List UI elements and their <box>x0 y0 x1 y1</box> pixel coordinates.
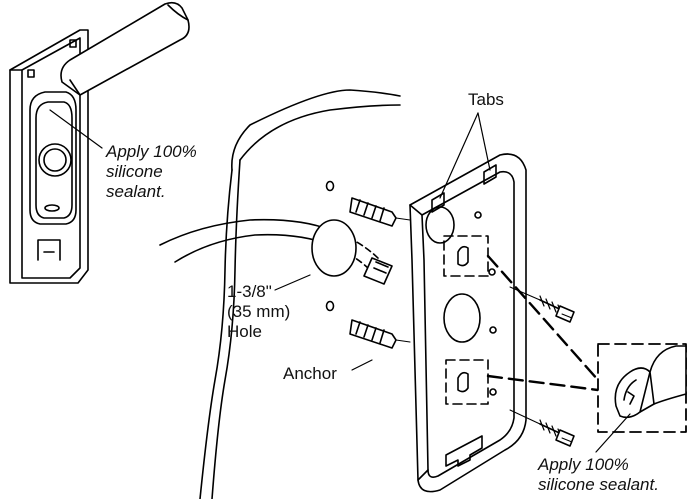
device-inner-frame <box>29 91 77 225</box>
callout-anchor: Anchor <box>283 364 337 383</box>
device-with-sealant-tube <box>9 1 190 284</box>
screw-top <box>509 286 575 323</box>
leader-sealant-bottom <box>595 413 631 453</box>
sealant-detail-inset <box>597 343 687 433</box>
callout-sealant-top-line-3: sealant. <box>106 182 166 201</box>
callout-sealant-top: Apply 100% silicone sealant. <box>106 142 197 202</box>
callout-tabs: Tabs <box>468 90 504 109</box>
callout-sealant-top-line-1: Apply 100% <box>106 142 197 161</box>
callout-hole-line-2: (35 mm) <box>227 302 291 321</box>
callout-sealant-top-line-2: silicone <box>106 162 163 181</box>
leader-sealant-top <box>49 109 103 149</box>
leader-anchor <box>351 359 373 371</box>
callout-sealant-bottom-line-2: silicone sealant. <box>538 475 659 494</box>
sealant-tube <box>60 1 190 96</box>
wall-hole <box>311 219 357 277</box>
network-cable <box>159 218 393 285</box>
highlight-box-bottom <box>445 359 489 405</box>
callout-hole-line-1: 1-3/8" <box>227 282 272 301</box>
screw-bottom <box>509 409 575 447</box>
callout-sealant-bottom-line-1: Apply 100% <box>538 455 629 474</box>
callout-hole: 1-3/8" (35 mm) Hole <box>227 282 290 342</box>
anchor-top <box>349 197 411 227</box>
anchor-bottom <box>349 319 411 349</box>
bracket-tab-1 <box>431 192 445 213</box>
mounting-bracket <box>409 153 527 493</box>
callout-hole-line-3: Hole <box>227 322 262 341</box>
leader-tabs-2 <box>477 112 491 171</box>
rj45-connector <box>363 257 393 285</box>
bracket-tab-2 <box>483 164 497 185</box>
leader-hole <box>274 274 311 291</box>
leader-tabs-1 <box>439 112 479 199</box>
camera-lens <box>38 143 72 177</box>
wall-surface <box>199 89 401 499</box>
callout-sealant-bottom: Apply 100% silicone sealant. <box>538 455 659 495</box>
